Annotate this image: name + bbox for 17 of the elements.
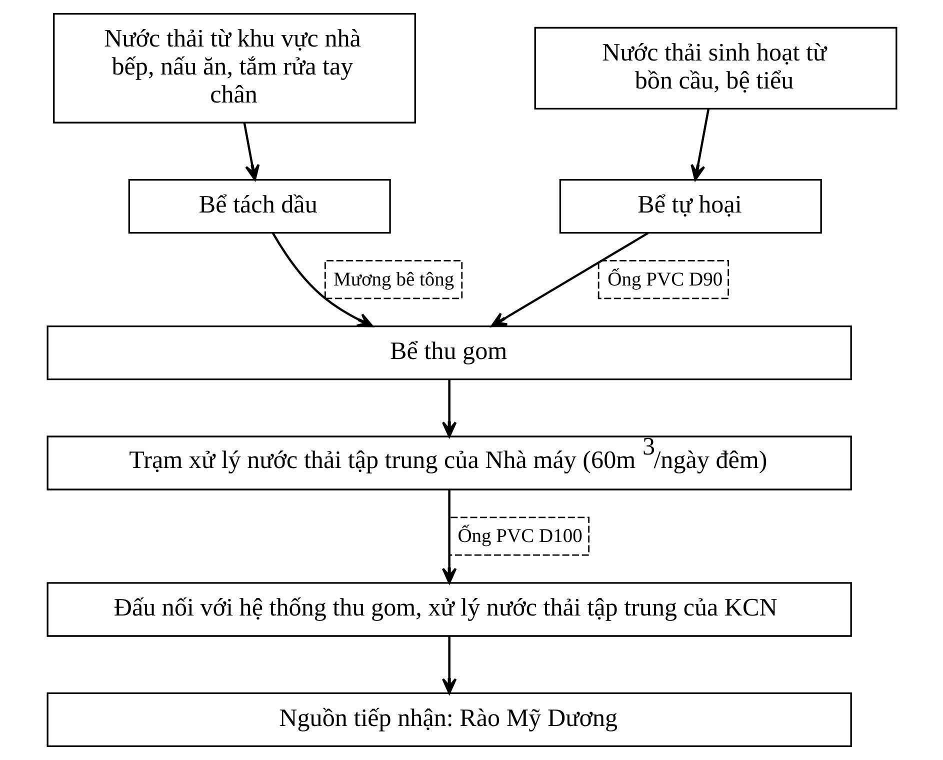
node-box: Nguồn tiếp nhận: Rào Mỹ Dương — [46, 692, 852, 748]
node-box: Đấu nối với hệ thống thu gom, xử lý nước thải tập trung của KCN — [46, 582, 852, 637]
edge-label: Mương bê tông — [333, 269, 454, 290]
arrow — [242, 122, 260, 181]
node-box: Bể tự hoại — [558, 178, 822, 234]
node-box: Bể thu gom — [46, 325, 852, 380]
node-box: Bể tách dầu — [128, 178, 390, 234]
edge-label: Ống PVC D90 — [607, 269, 722, 290]
arrow — [271, 232, 373, 328]
arrow — [441, 380, 456, 438]
arrow — [441, 636, 456, 694]
edge-label: Ống PVC D100 — [457, 526, 582, 548]
node-box: Nước thải từ khu vực nhà bếp, nấu ăn, tắm rửa tay chân — [52, 12, 416, 124]
arrow — [441, 490, 456, 584]
arrow — [690, 108, 710, 181]
node-box: Nước thải sinh hoạt từ bồn cầu, bệ tiểu — [534, 26, 897, 110]
arrow — [490, 232, 648, 328]
